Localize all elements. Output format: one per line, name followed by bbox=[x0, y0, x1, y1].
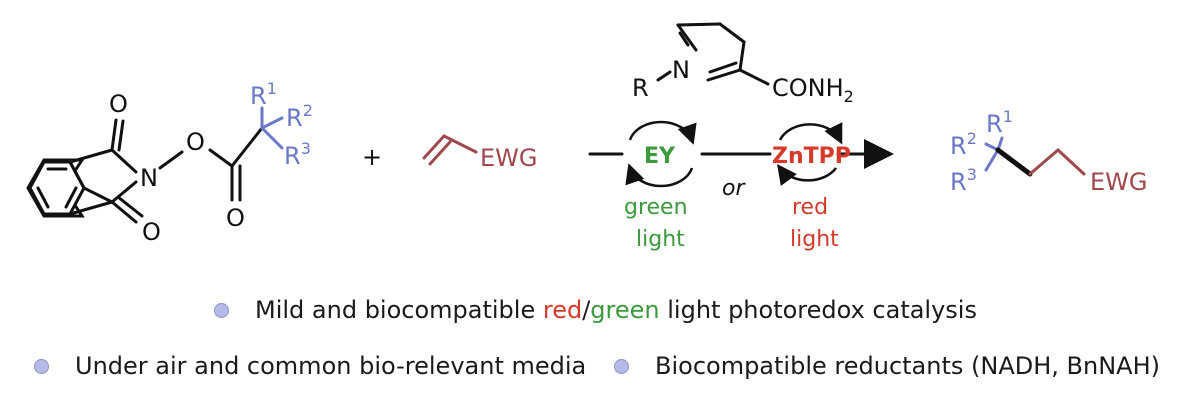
product-r2: R2 bbox=[950, 129, 977, 160]
bullet-reductants: Biocompatible reductants (NADH, BnNAH) bbox=[614, 352, 1160, 380]
product-r1: R1 bbox=[986, 107, 1013, 138]
text-green: green bbox=[590, 296, 660, 324]
product-structure bbox=[984, 136, 1086, 177]
bullet-dot bbox=[614, 358, 629, 374]
atom-o-bottom: O bbox=[142, 218, 161, 246]
product-r3: R3 bbox=[950, 165, 977, 196]
bullet-text: Biocompatible reductants (NADH, BnNAH) bbox=[655, 352, 1160, 380]
zntpp-cycle bbox=[777, 122, 843, 187]
catalyst-zntpp: ZnTPP bbox=[772, 144, 851, 169]
light1-line2: light bbox=[636, 227, 685, 252]
bullet-text: Mild and biocompatible red/green light p… bbox=[255, 296, 977, 324]
atom-o-ester: O bbox=[226, 204, 245, 232]
light2-line1: red bbox=[792, 195, 828, 220]
dihydropyridine-structure bbox=[656, 22, 770, 86]
benzene-ring bbox=[28, 118, 264, 224]
alkene-ewg: EWG bbox=[480, 144, 538, 172]
reductant-group: CONH2 bbox=[772, 74, 854, 106]
reaction-scheme: O N O O O R1 R2 R3 + EWG R N CONH2 EY bbox=[26, 22, 1148, 252]
bullet-dot bbox=[214, 302, 229, 318]
ey-cycle bbox=[625, 120, 697, 188]
atom-o-top: O bbox=[109, 90, 128, 118]
catalyst-ey: EY bbox=[644, 144, 676, 169]
atom-o-link: O bbox=[186, 128, 205, 156]
atom-n: N bbox=[140, 164, 158, 192]
text-red: red bbox=[542, 296, 583, 324]
bullet-text: Under air and common bio-relevant media bbox=[75, 352, 587, 380]
reductant-n: N bbox=[672, 56, 690, 84]
substituent-r1: R1 bbox=[250, 79, 277, 110]
substituent-r3: R3 bbox=[284, 139, 311, 170]
substituent-r2: R2 bbox=[286, 101, 313, 132]
light2-line2: light bbox=[790, 227, 839, 252]
alkyl-substituents bbox=[260, 106, 284, 150]
bullet-mild-catalysis: Mild and biocompatible red/green light p… bbox=[214, 296, 977, 324]
light1-line1: green bbox=[624, 195, 688, 220]
bullet-dot bbox=[34, 358, 49, 374]
reductant-r: R bbox=[632, 74, 649, 102]
bullet-air-media: Under air and common bio-relevant media bbox=[34, 352, 586, 380]
product-ewg: EWG bbox=[1090, 168, 1148, 196]
conditions-or: or bbox=[722, 176, 746, 201]
alkene-structure bbox=[422, 134, 478, 166]
plus-sign: + bbox=[362, 143, 382, 171]
